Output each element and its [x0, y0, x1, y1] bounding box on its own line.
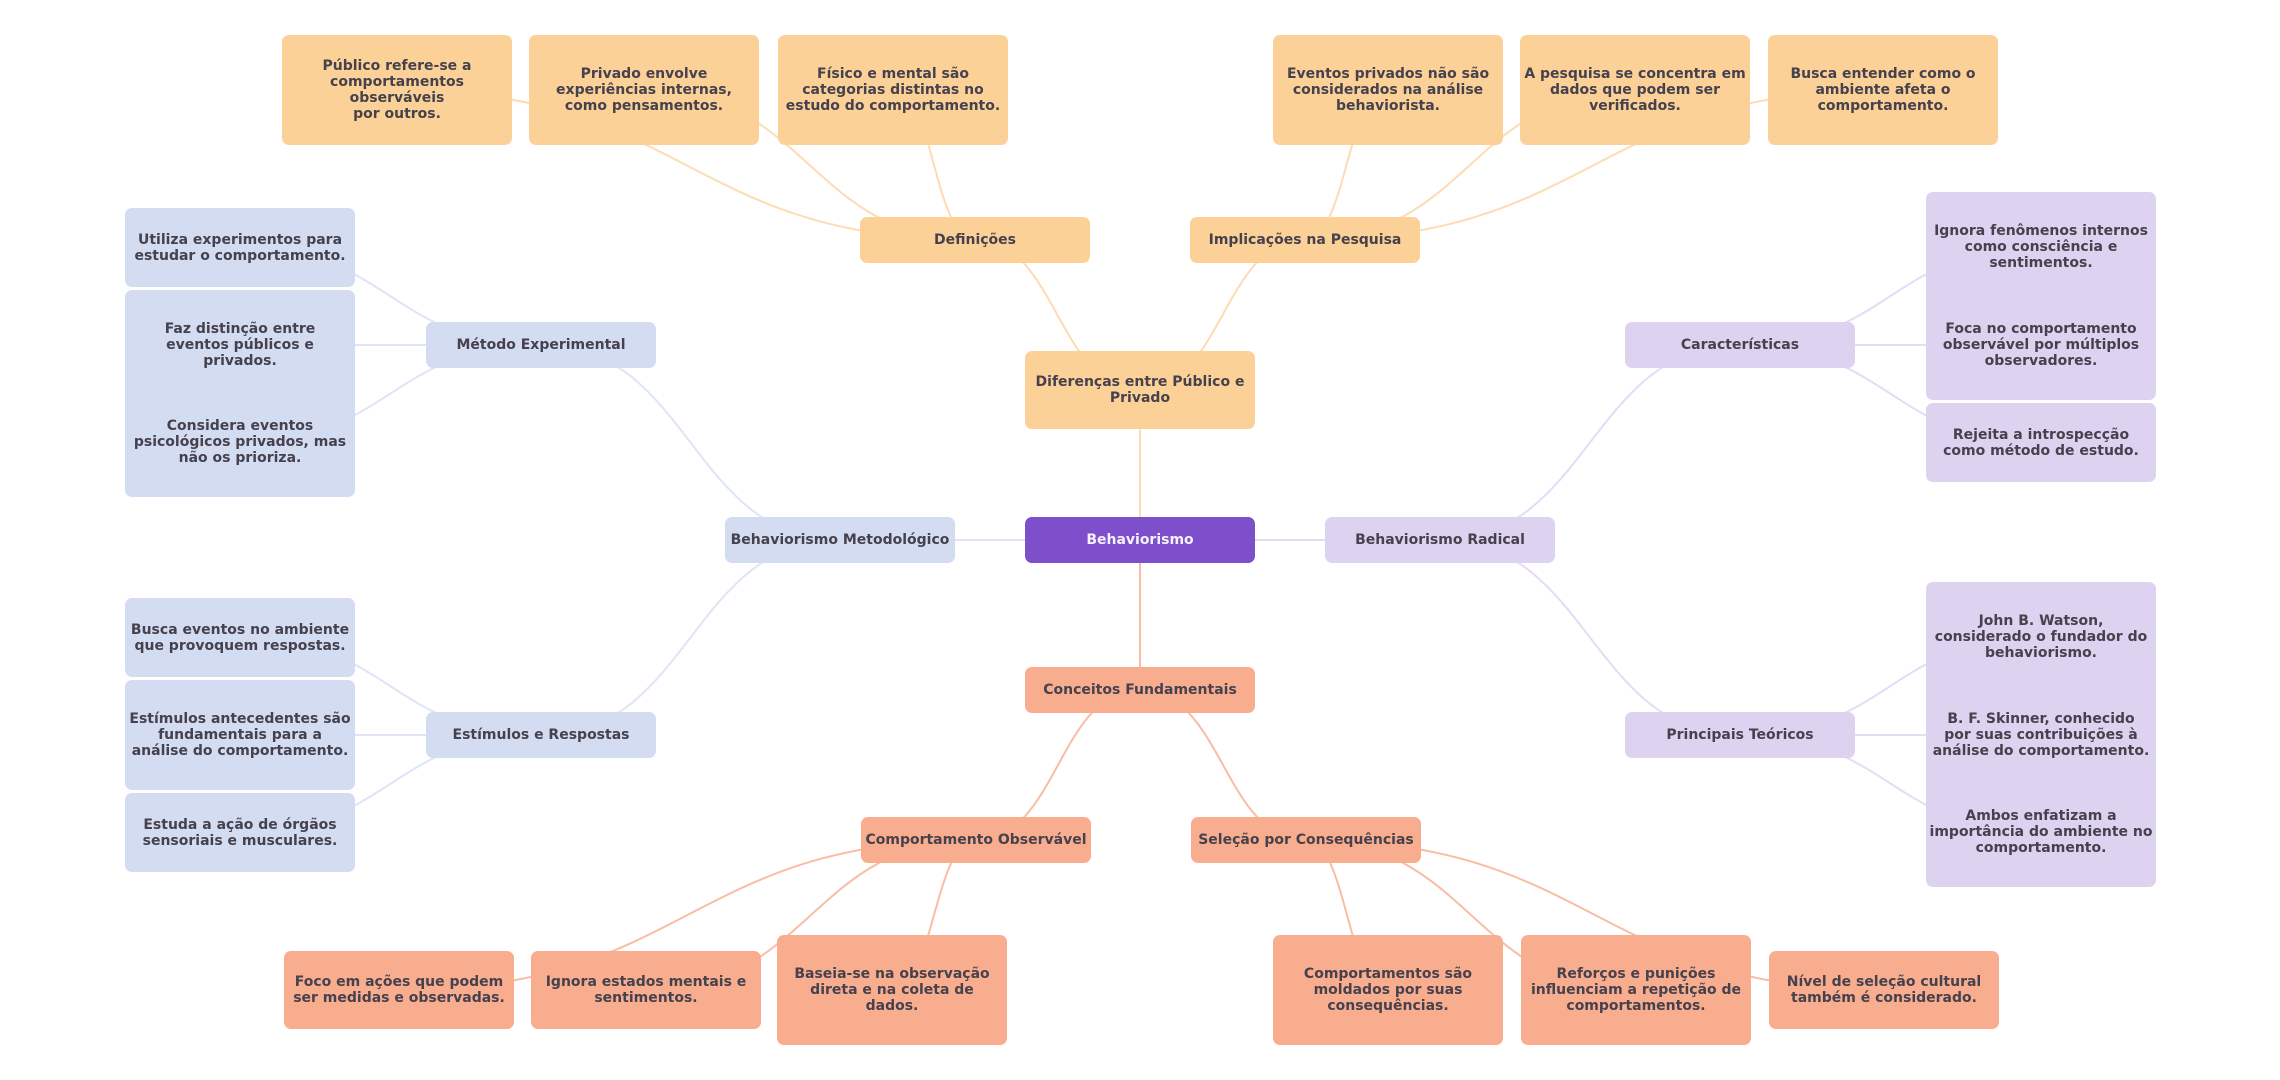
- node-imp-ambiente[interactable]: Busca entender como o ambiente afeta o c…: [1768, 35, 1998, 145]
- node-label: Ignora estados mentais e sentimentos.: [545, 974, 747, 1006]
- node-label: Características: [1680, 337, 1800, 353]
- node-metodologico[interactable]: Behaviorismo Metodológico: [725, 517, 955, 563]
- node-label: Comportamento Observável: [865, 832, 1087, 848]
- node-teo-watson[interactable]: John B. Watson, considerado o fundador d…: [1926, 582, 2156, 692]
- node-label: Eventos privados não são considerados na…: [1286, 66, 1490, 114]
- node-teo-skinner[interactable]: B. F. Skinner, conhecido por suas contri…: [1926, 680, 2156, 790]
- node-label: Definições: [933, 232, 1016, 248]
- node-label: Diferenças entre Público e Privado: [1035, 374, 1245, 406]
- node-teo-ambos[interactable]: Ambos enfatizam a importância do ambient…: [1926, 777, 2156, 887]
- node-implicacoes[interactable]: Implicações na Pesquisa: [1190, 217, 1420, 263]
- node-met-utiliza[interactable]: Utiliza experimentos para estudar o comp…: [125, 208, 355, 287]
- node-label: Busca entender como o ambiente afeta o c…: [1790, 66, 1976, 114]
- node-label: Estímulos antecedentes são fundamentais …: [129, 711, 351, 759]
- node-label: Privado envolve experiências internas, c…: [556, 66, 732, 114]
- node-sel-moldados[interactable]: Comportamentos são moldados por suas con…: [1273, 935, 1503, 1045]
- connector-radical-to-caracteristicas: [1439, 344, 1741, 541]
- node-label: Seleção por Consequências: [1198, 832, 1414, 848]
- node-label: Foco em ações que podem ser medidas e ob…: [293, 974, 505, 1006]
- node-sel-cultural[interactable]: Nível de seleção cultural também é consi…: [1769, 951, 1999, 1029]
- node-metodo[interactable]: Método Experimental: [426, 322, 656, 368]
- node-est-antecedentes[interactable]: Estímulos antecedentes são fundamentais …: [125, 680, 355, 790]
- connector-metodologico-to-estimulos: [540, 539, 841, 736]
- node-est-busca[interactable]: Busca eventos no ambiente que provoquem …: [125, 598, 355, 677]
- node-label: Behaviorismo: [1086, 532, 1194, 548]
- node-label: Ambos enfatizam a importância do ambient…: [1929, 808, 2153, 856]
- node-imp-eventos[interactable]: Eventos privados não são considerados na…: [1273, 35, 1503, 145]
- node-selecao[interactable]: Seleção por Consequências: [1191, 817, 1421, 863]
- node-label: Baseia-se na observação direta e na cole…: [794, 966, 990, 1014]
- node-car-rejeita[interactable]: Rejeita a introspecção como método de es…: [1926, 403, 2156, 482]
- node-obs-foco[interactable]: Foco em ações que podem ser medidas e ob…: [284, 951, 514, 1029]
- node-label: Estuda a ação de órgãos sensoriais e mus…: [142, 816, 338, 849]
- node-car-foca[interactable]: Foca no comportamento observável por múl…: [1926, 290, 2156, 400]
- node-met-distincao[interactable]: Faz distinção entre eventos públicos e p…: [125, 290, 355, 400]
- node-estimulos[interactable]: Estímulos e Respostas: [426, 712, 656, 758]
- node-label: Público refere-se a comportamentos obser…: [322, 58, 472, 122]
- node-label: Estímulos e Respostas: [452, 727, 630, 743]
- node-label: Conceitos Fundamentais: [1043, 682, 1237, 698]
- node-imp-pesquisa[interactable]: A pesquisa se concentra em dados que pod…: [1520, 35, 1750, 145]
- node-label: John B. Watson, considerado o fundador d…: [1934, 613, 2148, 661]
- node-label: Implicações na Pesquisa: [1208, 232, 1402, 248]
- node-label: Nível de seleção cultural também é consi…: [1786, 974, 1982, 1006]
- node-label: Behaviorismo Metodológico: [730, 532, 950, 548]
- node-label: Reforços e punições influenciam a repeti…: [1530, 966, 1742, 1014]
- node-def-privado[interactable]: Privado envolve experiências internas, c…: [529, 35, 759, 145]
- node-def-fisico[interactable]: Físico e mental são categorias distintas…: [778, 35, 1008, 145]
- node-label: Utiliza experimentos para estudar o comp…: [134, 231, 346, 264]
- node-label: Método Experimental: [456, 337, 626, 353]
- node-met-considera[interactable]: Considera eventos psicológicos privados,…: [125, 387, 355, 497]
- node-conceitos[interactable]: Conceitos Fundamentais: [1025, 667, 1255, 713]
- node-diferencas[interactable]: Diferenças entre Público e Privado: [1025, 351, 1255, 429]
- node-label: Faz distinção entre eventos públicos e p…: [164, 321, 316, 369]
- connector-radical-to-teoricos: [1439, 539, 1741, 736]
- node-car-ignora[interactable]: Ignora fenômenos internos como consciênc…: [1926, 192, 2156, 302]
- node-label: Comportamentos são moldados por suas con…: [1303, 966, 1473, 1014]
- node-sel-reforcos[interactable]: Reforços e punições influenciam a repeti…: [1521, 935, 1751, 1045]
- node-label: B. F. Skinner, conhecido por suas contri…: [1932, 711, 2150, 759]
- root-node[interactable]: Behaviorismo: [1025, 517, 1255, 563]
- node-obs-baseia[interactable]: Baseia-se na observação direta e na cole…: [777, 935, 1007, 1045]
- node-label: A pesquisa se concentra em dados que pod…: [1524, 66, 1746, 114]
- node-definicoes[interactable]: Definições: [860, 217, 1090, 263]
- node-label: Principais Teóricos: [1666, 727, 1814, 743]
- node-def-publico[interactable]: Público refere-se a comportamentos obser…: [282, 35, 512, 145]
- node-observavel[interactable]: Comportamento Observável: [861, 817, 1091, 863]
- node-label: Rejeita a introspecção como método de es…: [1943, 426, 2139, 459]
- node-label: Busca eventos no ambiente que provoquem …: [130, 621, 350, 654]
- node-est-orgaos[interactable]: Estuda a ação de órgãos sensoriais e mus…: [125, 793, 355, 872]
- node-label: Físico e mental são categorias distintas…: [785, 66, 1001, 114]
- node-label: Behaviorismo Radical: [1355, 532, 1525, 548]
- node-radical[interactable]: Behaviorismo Radical: [1325, 517, 1555, 563]
- node-teoricos[interactable]: Principais Teóricos: [1625, 712, 1855, 758]
- node-label: Foca no comportamento observável por múl…: [1942, 321, 2140, 369]
- node-label: Ignora fenômenos internos como consciênc…: [1934, 223, 2148, 271]
- node-caracteristicas[interactable]: Características: [1625, 322, 1855, 368]
- connector-metodologico-to-metodo: [540, 344, 841, 541]
- node-obs-ignora[interactable]: Ignora estados mentais e sentimentos.: [531, 951, 761, 1029]
- node-label: Considera eventos psicológicos privados,…: [133, 418, 347, 466]
